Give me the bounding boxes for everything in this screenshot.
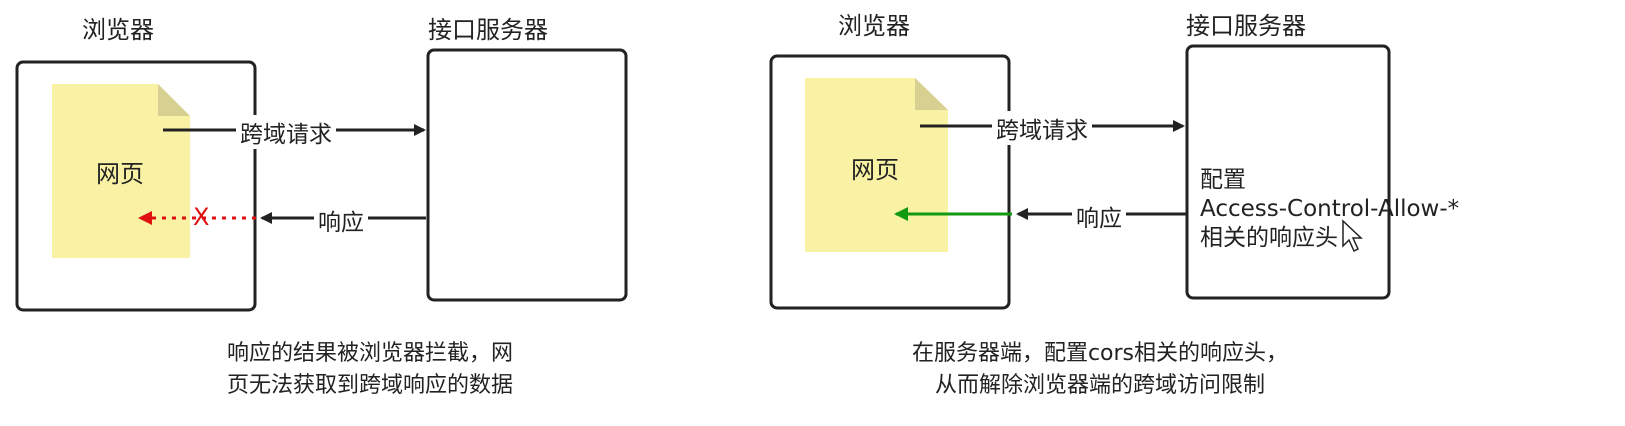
left-caption: 响应的结果被浏览器拦截，网 页无法获取到跨域响应的数据 xyxy=(170,338,570,402)
left-request-label: 跨域请求 xyxy=(236,115,336,149)
right-caption-line1: 在服务器端，配置cors相关的响应头， xyxy=(911,341,1289,366)
left-caption-line2: 页无法获取到跨域响应的数据 xyxy=(226,373,513,398)
left-server-box xyxy=(426,48,628,302)
right-caption-line2: 从而解除浏览器端的跨域访问限制 xyxy=(934,373,1265,398)
right-caption: 在服务器端，配置cors相关的响应头， 从而解除浏览器端的跨域访问限制 xyxy=(850,338,1350,402)
config-line3: 相关的响应头 xyxy=(1200,225,1338,251)
left-blocked-mark: X xyxy=(193,203,210,231)
right-request-label: 跨域请求 xyxy=(992,111,1092,145)
right-browser-title: 浏览器 xyxy=(838,12,910,40)
left-response-label: 响应 xyxy=(314,203,368,237)
right-server-box xyxy=(1185,44,1391,300)
left-page-label: 网页 xyxy=(96,160,144,188)
right-server-config: 配置 Access-Control-Allow-* 相关的响应头 xyxy=(1200,166,1459,253)
right-server-title: 接口服务器 xyxy=(1186,12,1306,40)
right-page-label: 网页 xyxy=(851,156,899,184)
right-response-label: 响应 xyxy=(1072,199,1126,233)
left-browser-title: 浏览器 xyxy=(82,16,154,44)
config-line1: 配置 xyxy=(1200,167,1246,193)
right-page-document xyxy=(805,78,948,252)
mouse-cursor-icon xyxy=(1342,219,1363,253)
left-page-document xyxy=(52,84,190,258)
config-line2: Access-Control-Allow-* xyxy=(1200,196,1460,222)
left-caption-line1: 响应的结果被浏览器拦截，网 xyxy=(226,341,513,366)
left-server-title: 接口服务器 xyxy=(428,16,548,44)
